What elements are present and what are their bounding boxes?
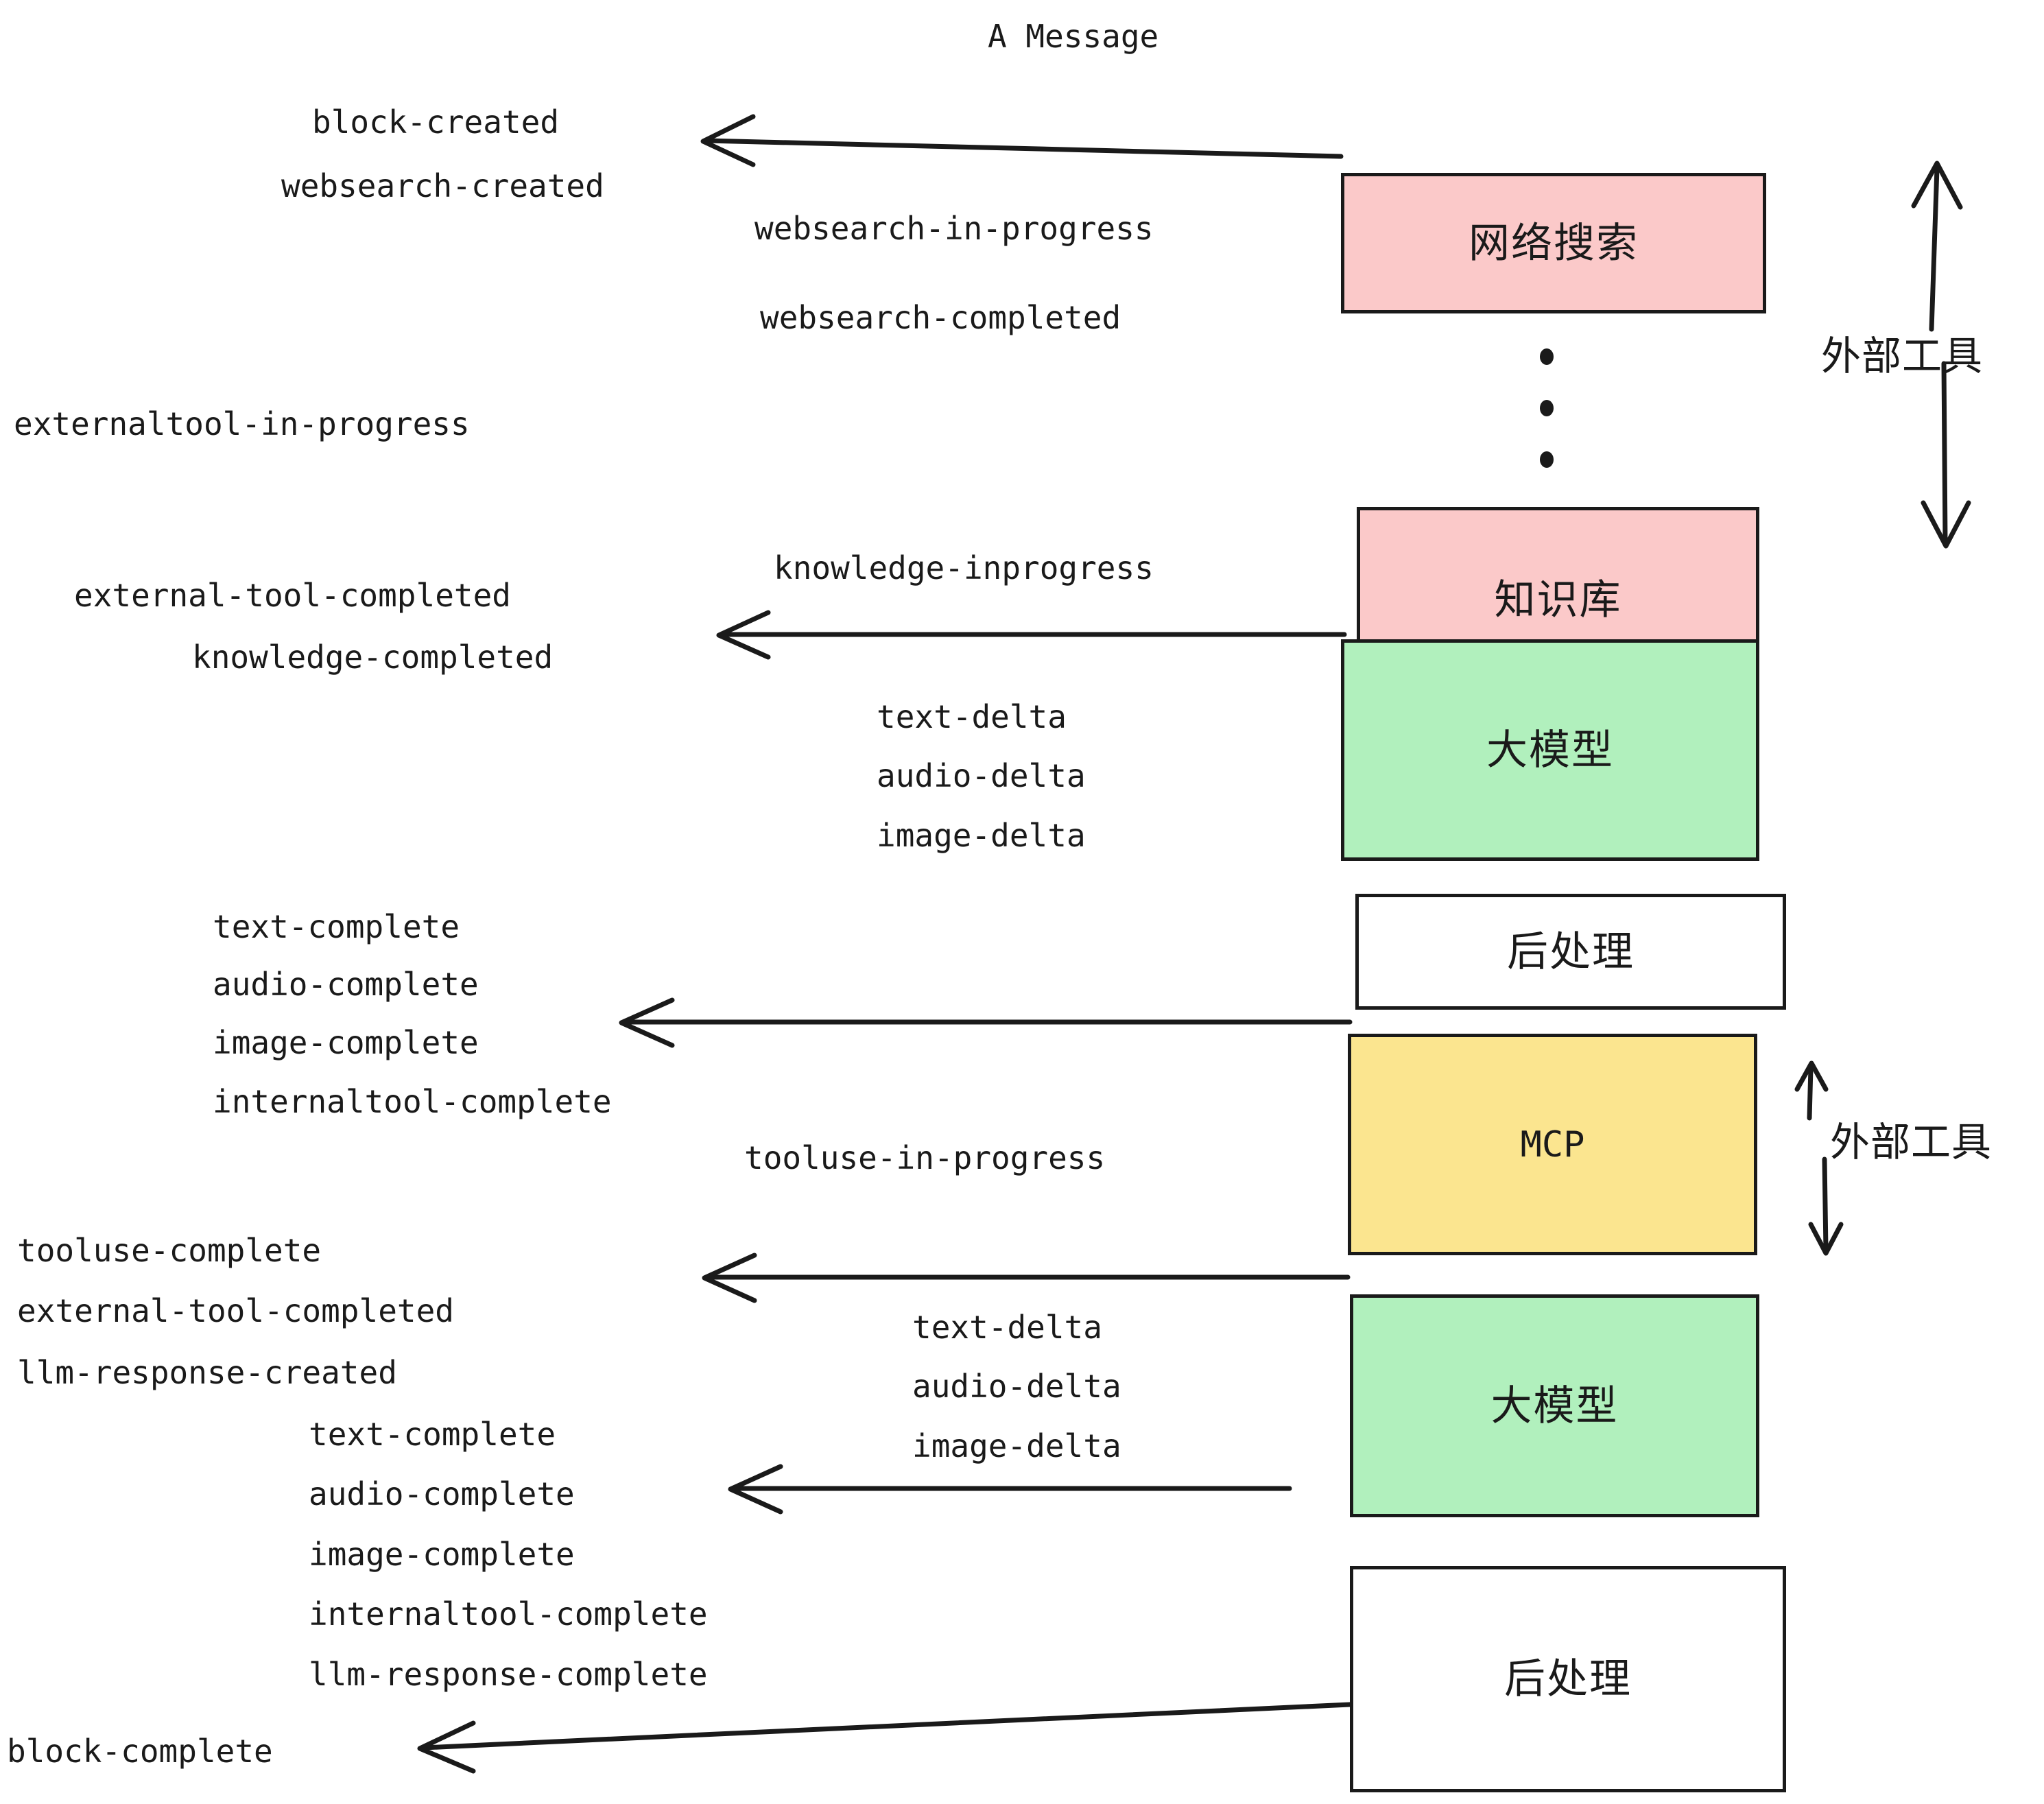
event-label-websearch-completed: websearch-completed bbox=[760, 299, 1121, 336]
side-label-external-tools-top: 外部工具 bbox=[1821, 333, 1984, 379]
event-label-knowledge-inprogress: knowledge-inprogress bbox=[774, 549, 1154, 586]
page-title: A Message bbox=[988, 18, 1159, 55]
event-label-block-created: block-created bbox=[312, 104, 560, 141]
arrow-external-tools-up-2 bbox=[1807, 1065, 1814, 1121]
event-label-text-delta-1: text-delta bbox=[877, 698, 1067, 735]
event-label-image-delta-1: image-delta bbox=[877, 817, 1086, 854]
box-label: MCP bbox=[1520, 1124, 1585, 1165]
arrow-external-tools-down bbox=[1941, 361, 1948, 545]
ellipsis-dot bbox=[1540, 451, 1554, 468]
event-label-internaltool-complete-1: internaltool-complete bbox=[213, 1083, 612, 1120]
event-label-image-delta-2: image-delta bbox=[912, 1427, 1121, 1464]
event-label-audio-complete-1: audio-complete bbox=[213, 966, 479, 1003]
event-label-knowledge-completed: knowledge-completed bbox=[192, 639, 554, 676]
arrow-postprocess2-to-block-complete bbox=[421, 1702, 1353, 1750]
ellipsis-dot bbox=[1540, 400, 1554, 416]
arrow-external-tools-up bbox=[1929, 165, 1940, 332]
box-llm-box-2[interactable]: 大模型 bbox=[1350, 1294, 1759, 1517]
box-label: 大模型 bbox=[1486, 726, 1614, 774]
event-label-text-complete-1: text-complete bbox=[213, 908, 460, 945]
box-postprocess-box-2[interactable]: 后处理 bbox=[1350, 1566, 1786, 1792]
event-label-internaltool-complete-2: internaltool-complete bbox=[309, 1595, 708, 1633]
box-websearch-box[interactable]: 网络搜索 bbox=[1341, 173, 1766, 313]
side-label-external-tools-bottom: 外部工具 bbox=[1830, 1119, 1993, 1165]
arrow-websearch-to-block bbox=[704, 138, 1344, 159]
box-label: 后处理 bbox=[1507, 927, 1635, 976]
event-label-websearch-in-progress: websearch-in-progress bbox=[754, 210, 1154, 247]
arrow-external-tools-down-2 bbox=[1822, 1156, 1829, 1253]
event-label-audio-complete-2: audio-complete bbox=[309, 1475, 575, 1512]
event-label-text-delta-2: text-delta bbox=[912, 1309, 1102, 1346]
event-label-image-complete-2: image-complete bbox=[309, 1536, 575, 1573]
event-label-audio-delta-2: audio-delta bbox=[912, 1368, 1121, 1405]
event-label-image-complete-1: image-complete bbox=[213, 1024, 479, 1061]
ellipsis-dot bbox=[1540, 348, 1554, 365]
event-label-external-tool-completed-1: external-tool-completed bbox=[74, 577, 511, 614]
event-label-external-tool-completed-2: external-tool-completed bbox=[17, 1292, 454, 1329]
box-label: 后处理 bbox=[1504, 1655, 1632, 1703]
event-label-websearch-created: websearch-created bbox=[281, 167, 604, 204]
event-label-llm-response-complete: llm-response-complete bbox=[309, 1656, 708, 1693]
event-label-block-complete: block-complete bbox=[7, 1733, 273, 1770]
event-label-externaltool-in-progress: externaltool-in-progress bbox=[14, 405, 470, 442]
box-postprocess-box-1[interactable]: 后处理 bbox=[1355, 894, 1786, 1010]
box-llm-box-1[interactable]: 大模型 bbox=[1341, 639, 1759, 861]
box-label: 知识库 bbox=[1494, 575, 1622, 624]
event-label-tooluse-complete: tooluse-complete bbox=[17, 1232, 322, 1269]
box-label: 大模型 bbox=[1490, 1381, 1619, 1430]
event-label-llm-response-created: llm-response-created bbox=[17, 1354, 397, 1391]
event-label-audio-delta-1: audio-delta bbox=[877, 757, 1086, 794]
event-label-text-complete-2: text-complete bbox=[309, 1416, 556, 1453]
box-mcp-box[interactable]: MCP bbox=[1348, 1034, 1757, 1255]
event-label-tooluse-in-progress: tooluse-in-progress bbox=[744, 1139, 1106, 1176]
box-label: 网络搜索 bbox=[1469, 219, 1639, 268]
